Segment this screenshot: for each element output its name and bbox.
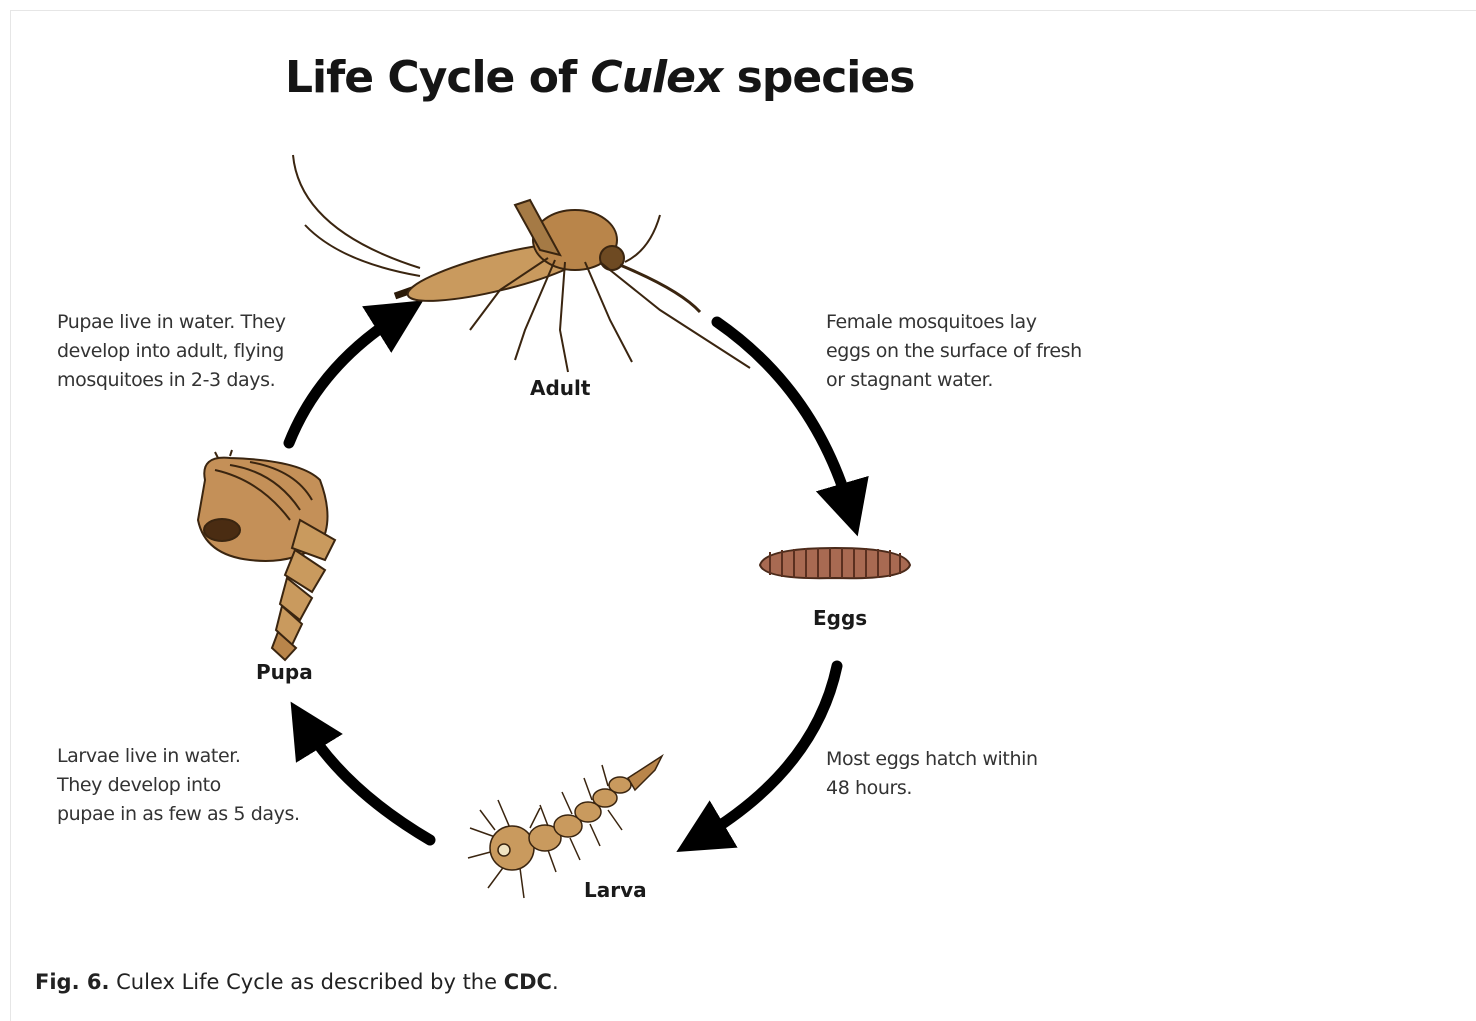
- description-eggs-to-larva: Most eggs hatch within 48 hours.: [826, 745, 1038, 803]
- arrow-pupa-to-adult: [289, 315, 400, 443]
- description-adult-to-eggs: Female mosquitoes lay eggs on the surfac…: [826, 308, 1082, 395]
- description-larva-to-pupa: Larvae live in water. They develop into …: [57, 742, 300, 829]
- description-line: Most eggs hatch within: [826, 745, 1038, 774]
- description-line: eggs on the surface of fresh: [826, 337, 1082, 366]
- description-line: They develop into: [57, 771, 300, 800]
- description-line: develop into adult, flying: [57, 337, 286, 366]
- description-pupa-to-adult: Pupae live in water. They develop into a…: [57, 308, 286, 395]
- description-line: Pupae live in water. They: [57, 308, 286, 337]
- stage-label-pupa: Pupa: [256, 660, 313, 684]
- description-line: Female mosquitoes lay: [826, 308, 1082, 337]
- description-line: pupae in as few as 5 days.: [57, 800, 300, 829]
- caption-source: CDC: [504, 970, 552, 994]
- caption-text: Culex Life Cycle as described by the: [109, 970, 503, 994]
- description-line: Larvae live in water.: [57, 742, 300, 771]
- figure-caption: Fig. 6. Culex Life Cycle as described by…: [35, 970, 559, 994]
- stage-label-adult: Adult: [530, 376, 590, 400]
- arrow-larva-to-pupa: [305, 725, 430, 840]
- arrow-eggs-to-larva: [700, 666, 837, 838]
- description-line: 48 hours.: [826, 774, 1038, 803]
- description-line: or stagnant water.: [826, 366, 1082, 395]
- stage-label-eggs: Eggs: [813, 606, 867, 630]
- egg-raft-illustration: [760, 548, 910, 578]
- stage-label-larva: Larva: [584, 878, 647, 902]
- larva-illustration: [468, 756, 662, 898]
- description-line: mosquitoes in 2-3 days.: [57, 366, 286, 395]
- caption-label: Fig. 6.: [35, 970, 109, 994]
- pupa-illustration: [198, 450, 335, 660]
